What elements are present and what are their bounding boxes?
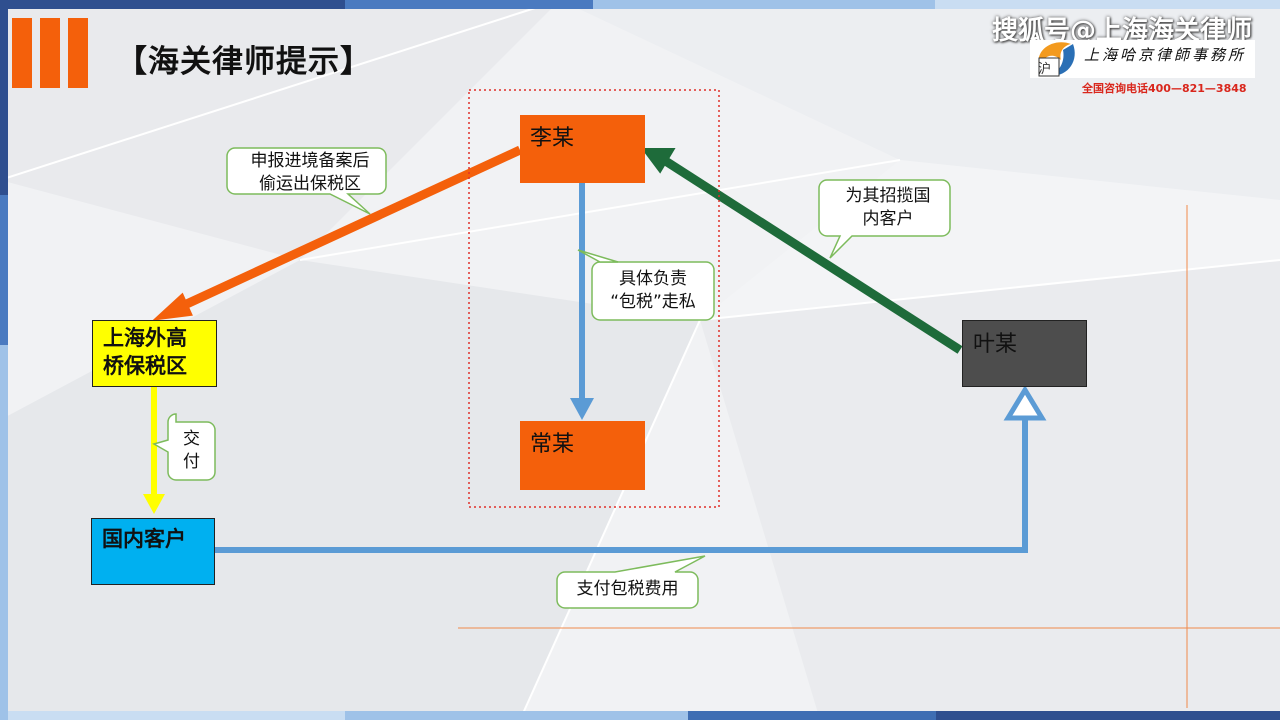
arrow-deliver-head xyxy=(143,494,165,514)
callout-charge xyxy=(591,261,715,321)
callout-declare-line2: 偷运出保税区 xyxy=(259,174,361,194)
callout-deliver-line1: 交 xyxy=(183,429,200,449)
callout-fee-text: 支付包税费用 xyxy=(576,579,679,599)
bottom-bar-segment xyxy=(345,711,688,720)
bottom-bar-segment xyxy=(0,711,345,720)
phone-number: 全国咨询电话400—821—3848 xyxy=(1082,82,1247,95)
callout-solicit-line2: 内客户 xyxy=(862,209,914,229)
left-bar-segment xyxy=(0,0,8,195)
callout-declare xyxy=(226,147,387,215)
callout-charge-line2: “包税”走私 xyxy=(610,292,696,312)
callout-fee xyxy=(556,555,706,609)
callout-deliver xyxy=(152,413,216,481)
title-bar-icon xyxy=(68,18,88,88)
callout-solicit xyxy=(818,179,951,259)
node-ye-label: 叶某 xyxy=(973,332,1018,357)
arrow-declare-head xyxy=(152,292,193,321)
callout-charge-text: 具体负责 “包税”走私 xyxy=(592,268,714,314)
node-zone: 上海外高 桥保税区 xyxy=(92,320,217,387)
logo-glyph: 沪 xyxy=(1038,62,1052,77)
callout-deliver-text: 交 付 xyxy=(168,428,215,474)
arrow-pay-head xyxy=(1003,385,1047,421)
callout-charge-tail xyxy=(577,249,619,263)
arrow-solicit-head xyxy=(641,148,676,174)
node-zone-line1: 上海外高 xyxy=(103,325,187,350)
node-chang-label: 常某 xyxy=(530,432,575,457)
bottom-bar-segment xyxy=(688,711,936,720)
node-li: 李某 xyxy=(520,115,645,183)
group-box xyxy=(468,89,720,508)
arrow-declare xyxy=(176,145,522,313)
node-client-label: 国内客户 xyxy=(102,526,186,551)
top-bar-segment xyxy=(0,0,345,9)
node-ye: 叶某 xyxy=(962,320,1087,387)
bottom-bar-segment xyxy=(936,711,1280,720)
left-bar-segment xyxy=(0,195,8,345)
node-li-label: 李某 xyxy=(530,126,575,151)
top-bar-segment xyxy=(593,0,935,9)
arrow-charge-head xyxy=(570,398,594,420)
arrow-pay xyxy=(215,412,1028,553)
logo-icon xyxy=(1033,36,1079,80)
callout-declare-text: 申报进境备案后 偷运出保税区 xyxy=(232,150,388,196)
arrow-solicit xyxy=(661,156,963,354)
title-bar-icon xyxy=(12,18,32,88)
node-zone-line2: 桥保税区 xyxy=(103,353,187,378)
callout-solicit-line1: 为其招揽国 xyxy=(845,186,931,206)
node-client: 国内客户 xyxy=(91,518,215,585)
callout-charge-line1: 具体负责 xyxy=(619,269,687,289)
firm-name: 上海哈京律師事務所 xyxy=(1084,46,1247,64)
top-bar-segment xyxy=(935,0,1280,9)
page-title: 【海关律师提示】 xyxy=(116,44,372,80)
title-bar-icon xyxy=(40,18,60,88)
left-bar-segment xyxy=(0,345,8,720)
node-chang: 常某 xyxy=(520,421,645,490)
callout-declare-line1: 申报进境备案后 xyxy=(250,151,370,171)
callout-solicit-text: 为其招揽国 内客户 xyxy=(822,185,954,231)
top-bar-segment xyxy=(345,0,593,9)
callout-deliver-line2: 付 xyxy=(183,452,200,472)
